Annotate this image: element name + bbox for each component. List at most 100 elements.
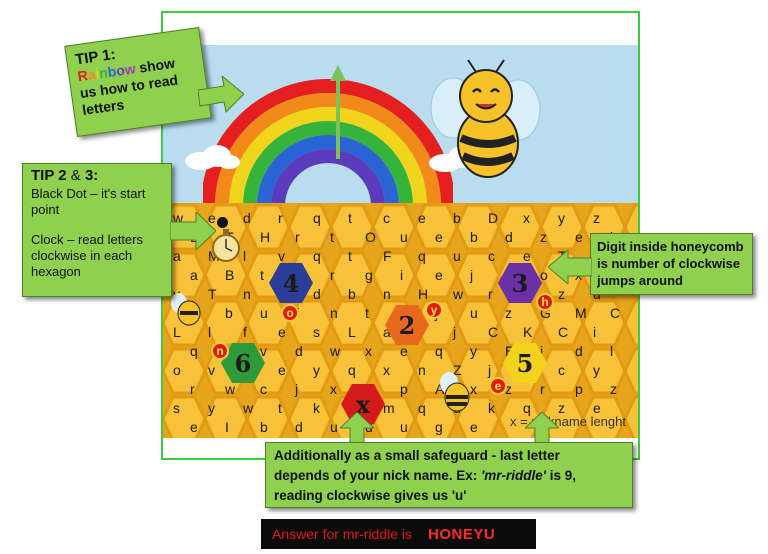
cell-letter: w	[225, 381, 236, 397]
cell-letter: q	[348, 362, 356, 378]
cell-letter: u	[470, 305, 478, 321]
cell-letter: w	[243, 400, 254, 416]
cell-letter: H	[260, 229, 271, 245]
tip1-arrow	[198, 76, 244, 114]
cell-letter: L	[173, 324, 181, 340]
honeycomb-grid: wedrqtcebDxyzETHrtOuebdzeiaMlvqtFquceTfa…	[163, 203, 638, 438]
cell-letter: t	[278, 400, 282, 416]
cell-letter: s	[173, 400, 180, 416]
cell-letter: n	[418, 362, 426, 378]
cell-letter: u	[330, 419, 338, 435]
cell-letter: y	[313, 362, 320, 378]
cell-letter: r	[330, 267, 335, 283]
cell-letter: A	[435, 381, 445, 397]
cell-letter: e	[523, 248, 531, 264]
cell-letter: j	[488, 362, 492, 378]
cell-letter: z	[558, 400, 565, 416]
cell-letter: e	[435, 229, 443, 245]
cell-letter: s	[313, 324, 320, 340]
cell-letter: c	[383, 210, 390, 226]
cell-letter: u	[260, 305, 268, 321]
cell-letter: e	[593, 400, 601, 416]
cell-letter: v	[260, 343, 267, 359]
cell-letter: b	[348, 286, 356, 302]
cell-letter: k	[488, 400, 495, 416]
cell-letter: e	[278, 324, 286, 340]
answer-dot-h: h	[536, 293, 554, 311]
cell-letter: z	[540, 229, 547, 245]
cell-letter: z	[505, 305, 512, 321]
cell-letter: M	[575, 305, 587, 321]
cell-letter: e	[470, 419, 478, 435]
small-bee-top-right	[613, 203, 638, 205]
tip23-heading: TIP 2 & 3:	[31, 168, 163, 184]
tip1-callout: TIP 1: Rainbow show us how to read lette…	[64, 26, 212, 138]
cell-letter: l	[243, 248, 247, 264]
cell-letter: w	[330, 343, 341, 359]
cell-letter: i	[540, 343, 544, 359]
tip23-dot-text: Black Dot – it's start point	[31, 186, 146, 217]
cell-letter: v	[208, 362, 215, 378]
cell-letter: e	[278, 362, 286, 378]
digit-hex-3: 3	[498, 263, 542, 303]
cell-letter: r	[540, 381, 545, 397]
cell-letter: C	[488, 324, 499, 340]
cell-letter: j	[295, 381, 299, 397]
cell-letter: g	[365, 267, 373, 283]
cell-letter: C	[558, 324, 569, 340]
cell-letter: B	[225, 267, 235, 283]
cell-letter: Z	[453, 362, 462, 378]
cell-letter: t	[365, 305, 369, 321]
cell-letter: C	[610, 305, 621, 321]
cell-letter: c	[488, 248, 495, 264]
safeguard-arrow-right	[525, 412, 559, 446]
cell-letter: f	[243, 324, 247, 340]
cell-letter: e	[400, 343, 408, 359]
cell-letter: d	[243, 210, 251, 226]
cell-letter: l	[208, 324, 212, 340]
cell-letter: x	[383, 362, 390, 378]
cell-letter: y	[558, 210, 565, 226]
cell-letter: t	[348, 248, 352, 264]
cell-letter: d	[313, 286, 321, 302]
cell-letter: m	[383, 400, 395, 416]
cell-letter: d	[505, 229, 513, 245]
cell-letter: z	[610, 381, 617, 397]
cell-letter: k	[313, 400, 320, 416]
small-bee-right	[440, 372, 470, 412]
cell-letter: o	[540, 267, 548, 283]
clock-icon	[212, 229, 240, 262]
cell-letter: K	[523, 324, 533, 340]
cell-letter: a	[173, 248, 181, 264]
cell-letter: z	[505, 381, 512, 397]
safeguard-line1: Additionally as a small safeguard - last…	[274, 448, 560, 463]
cell-letter: d	[295, 419, 303, 435]
cell-letter: j	[470, 267, 474, 283]
cell-letter: c	[558, 362, 565, 378]
cell-letter: M	[208, 248, 220, 264]
start-dot	[217, 217, 228, 228]
cell-letter: e	[418, 210, 426, 226]
cell-letter: p	[400, 381, 408, 397]
cell-letter: O	[365, 229, 376, 245]
cell-letter: D	[488, 210, 499, 226]
cell-letter: x	[365, 343, 372, 359]
answer-value: HONEYU	[428, 525, 496, 543]
digit-hex-2: 2	[385, 305, 429, 345]
answer-dot-e: e	[489, 377, 507, 395]
safeguard-line2: depends of your nick name. Ex: 'mr-riddl…	[274, 466, 624, 486]
cell-letter: t	[348, 210, 352, 226]
cell-letter: y	[593, 362, 600, 378]
cell-letter: y	[208, 400, 215, 416]
cell-letter: x	[330, 381, 337, 397]
cell-letter: v	[278, 248, 285, 264]
safeguard-line2-a: depends of your nick name. Ex:	[274, 468, 482, 483]
cell-letter: n	[330, 305, 338, 321]
cell-letter: c	[260, 381, 267, 397]
small-bee-left	[171, 293, 201, 326]
digit-hex-4: 4	[269, 263, 313, 303]
digit-tip-text: Digit inside honeycomb is number of cloc…	[597, 239, 744, 288]
cell-letter: p	[575, 381, 583, 397]
answer-dot-o: o	[281, 304, 299, 322]
cell-letter: q	[418, 400, 426, 416]
